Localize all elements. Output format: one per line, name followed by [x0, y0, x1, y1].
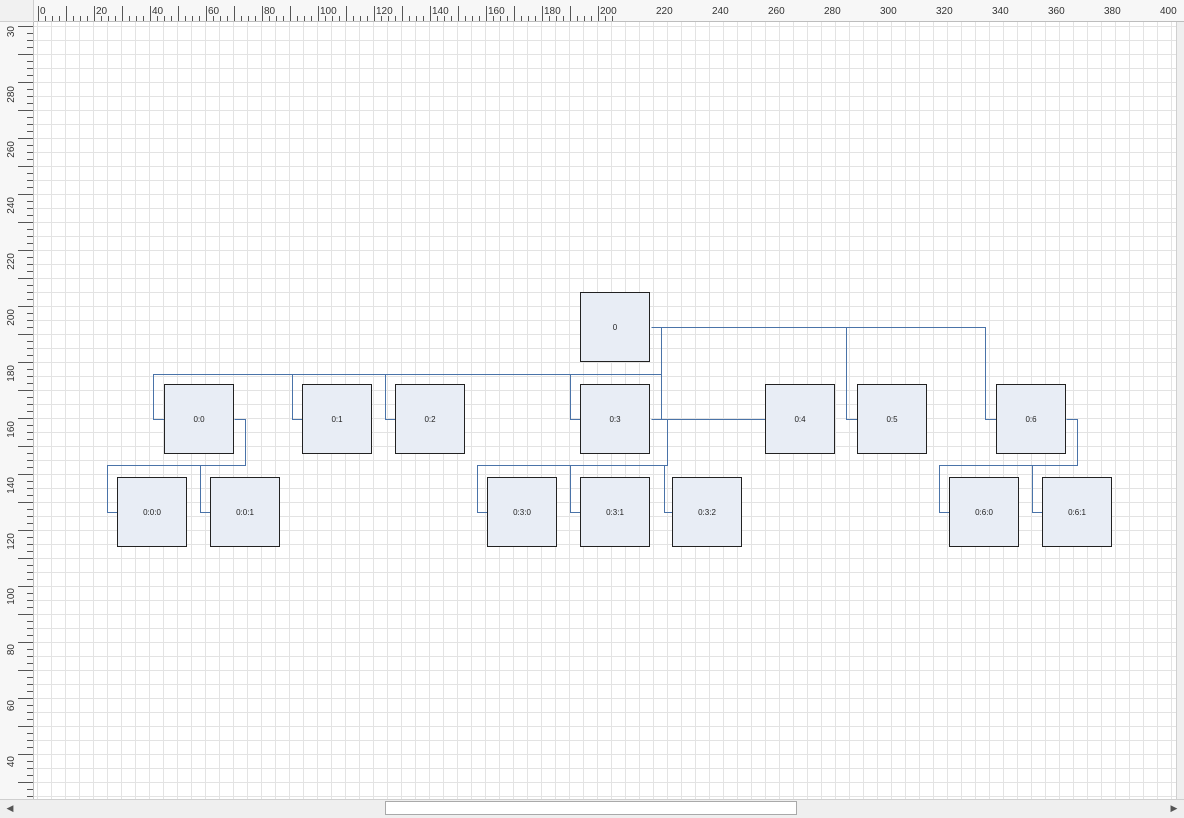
ruler-label: 80	[264, 6, 276, 17]
node-label: 0:1	[331, 414, 343, 424]
ruler-label: 40	[152, 6, 164, 17]
ruler-label: 300	[880, 6, 897, 17]
node-0-5[interactable]: 0:5	[857, 384, 927, 454]
ruler-label: 30	[6, 26, 17, 38]
node-0-6[interactable]: 0:6	[996, 384, 1066, 454]
node-label: 0	[612, 322, 618, 332]
arrow-right-icon[interactable]: ▶	[1170, 804, 1178, 814]
ruler-label: 160	[6, 421, 17, 438]
node-0-4[interactable]: 0:4	[765, 384, 835, 454]
ruler-label: 280	[824, 6, 841, 17]
node-label: 0:0	[193, 414, 205, 424]
ruler-label: 240	[712, 6, 729, 17]
connector-line[interactable]	[664, 465, 673, 513]
node-0-0-0[interactable]: 0:0:0	[117, 477, 187, 547]
ruler-label: 0	[40, 6, 46, 17]
node-0-3[interactable]: 0:3	[580, 384, 650, 454]
ruler-label: 200	[600, 6, 617, 17]
node-label: 0:4	[794, 414, 806, 424]
vertical-ruler-graphic: 30 280 260 240 220 200 180 160 140 120 100 80 60 40	[6, 26, 33, 797]
connector-line[interactable]	[661, 374, 766, 420]
ruler-label: 60	[6, 700, 17, 712]
node-0-1[interactable]: 0:1	[302, 384, 372, 454]
node-label: 0:3:0	[513, 507, 531, 517]
node-0-6-0[interactable]: 0:6:0	[949, 477, 1019, 547]
ruler-label: 280	[6, 86, 17, 103]
node-label: 0:3:2	[698, 507, 716, 517]
ruler-label: 20	[96, 6, 108, 17]
ruler-label: 140	[432, 6, 449, 17]
scrollbar-thumb[interactable]	[385, 801, 797, 815]
ruler-label: 380	[1104, 6, 1121, 17]
node-0-3-0[interactable]: 0:3:0	[487, 477, 557, 547]
node-0[interactable]: 0	[580, 292, 650, 362]
ruler-label: 140	[6, 477, 17, 494]
node-label: 0:6	[1025, 414, 1037, 424]
node-label: 0:6:0	[975, 507, 993, 517]
connector-line[interactable]	[1032, 465, 1078, 513]
ruler-label: 180	[6, 365, 17, 382]
ruler-label: 160	[488, 6, 505, 17]
connector-line[interactable]	[385, 374, 662, 420]
ruler-label: 100	[320, 6, 337, 17]
ruler-label: 80	[6, 644, 17, 656]
ruler-label: 40	[6, 756, 17, 768]
ruler-label: 100	[6, 588, 17, 605]
node-label: 0:0:0	[143, 507, 161, 517]
ruler-label: 120	[6, 533, 17, 550]
node-0-2[interactable]: 0:2	[395, 384, 465, 454]
ruler-corner	[0, 0, 34, 22]
node-0-3-1[interactable]: 0:3:1	[580, 477, 650, 547]
node-label: 0:3	[609, 414, 621, 424]
ruler-label: 360	[1048, 6, 1065, 17]
horizontal-ruler: 0 20 40 60 80 100 120 140 160 180 200 220 240 260 280 3…	[34, 0, 1184, 22]
ruler-label: 200	[6, 309, 17, 326]
horizontal-scrollbar[interactable]: ◀ ▶	[0, 799, 1184, 818]
node-0-0-1[interactable]: 0:0:1	[210, 477, 280, 547]
ruler-label: 320	[936, 6, 953, 17]
node-0-3-2[interactable]: 0:3:2	[672, 477, 742, 547]
ruler-label: 260	[6, 141, 17, 158]
diagram-canvas[interactable]: 0 0:0 0:1 0:2 0:3 0:4 0:5 0:6 0:0:0 0:0:…	[34, 22, 1176, 799]
connector-line[interactable]	[570, 465, 668, 513]
node-label: 0:5	[886, 414, 898, 424]
connector-layer	[107, 327, 1078, 513]
ruler-label: 120	[376, 6, 393, 17]
node-label: 0:3:1	[606, 507, 624, 517]
ruler-label: 220	[656, 6, 673, 17]
connector-line[interactable]	[107, 419, 246, 513]
connector-line[interactable]	[651, 327, 997, 420]
node-label: 0:0:1	[236, 507, 254, 517]
connector-line[interactable]	[939, 419, 1078, 513]
ruler-label: 60	[208, 6, 220, 17]
vertical-ruler: 30 280 260 240 220 200 180 160 140 120 100 80 60 40	[0, 22, 34, 799]
arrow-left-icon[interactable]: ◀	[6, 804, 14, 814]
horizontal-ruler-graphic: 0 20 40 60 80 100 120 140 160 180 200 220 240 260 280 3…	[38, 6, 1177, 21]
ruler-label: 400	[1160, 6, 1177, 17]
node-label: 0:2	[424, 414, 436, 424]
vertical-scroll-strip[interactable]	[1176, 22, 1184, 799]
ruler-label: 240	[6, 197, 17, 214]
ruler-label: 220	[6, 253, 17, 270]
connector-line[interactable]	[200, 465, 246, 513]
node-label: 0:6:1	[1068, 507, 1086, 517]
node-0-0[interactable]: 0:0	[164, 384, 234, 454]
connector-line[interactable]	[570, 374, 662, 420]
node-0-6-1[interactable]: 0:6:1	[1042, 477, 1112, 547]
ruler-label: 180	[544, 6, 561, 17]
ruler-label: 260	[768, 6, 785, 17]
ruler-label: 340	[992, 6, 1009, 17]
